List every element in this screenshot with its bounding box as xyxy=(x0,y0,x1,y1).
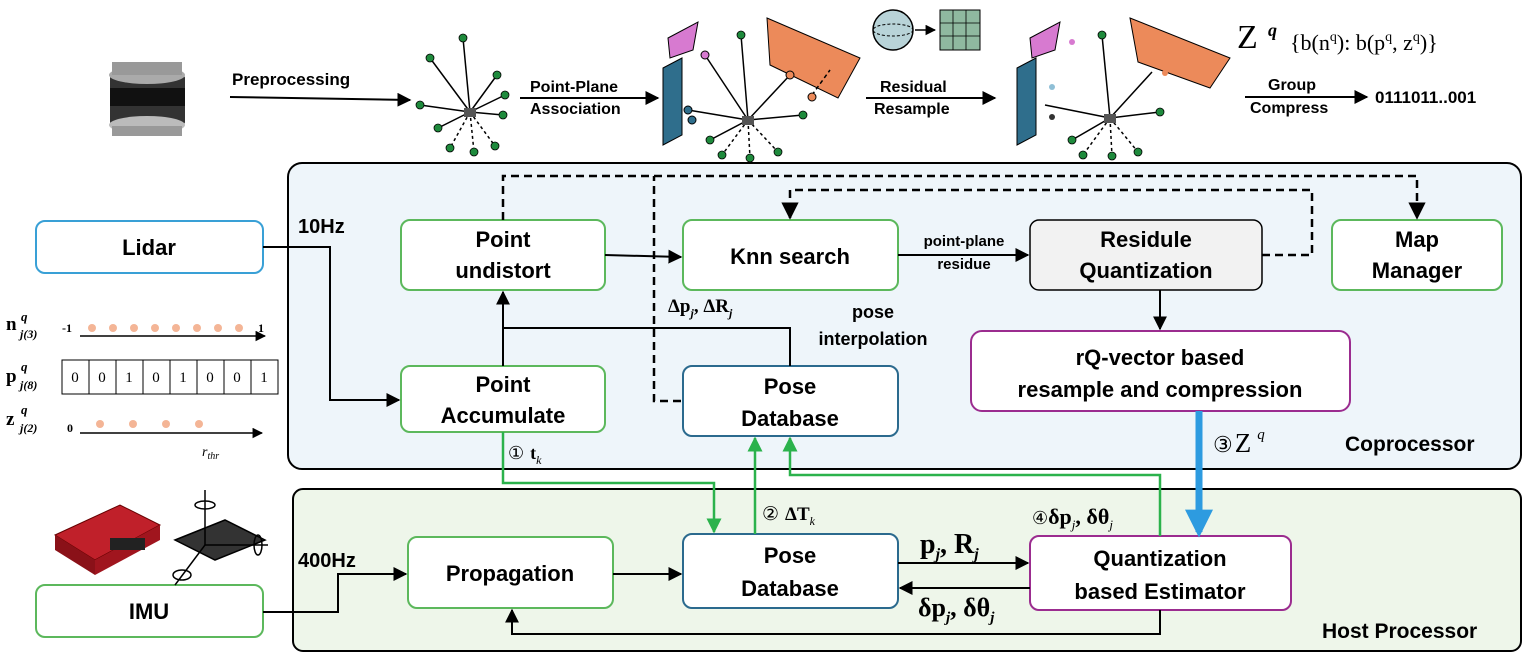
svg-text:j(3): j(3) xyxy=(18,327,37,341)
rq-vector-label-1: rQ-vector based xyxy=(1076,345,1245,370)
pj-Rj-label: pj, Rj xyxy=(920,529,979,563)
svg-text:q: q xyxy=(21,402,28,417)
pp-residue-label-2: residue xyxy=(937,256,990,273)
svg-text:rthr: rthr xyxy=(202,445,219,462)
svg-text:q: q xyxy=(21,309,28,324)
zq-sup: q xyxy=(1268,20,1277,40)
residule-quant-label-2: Quantization xyxy=(1079,258,1212,283)
svg-text:p: p xyxy=(6,366,17,387)
pp-residue-label-1: point-plane xyxy=(924,233,1005,250)
lidar-rate: 10Hz xyxy=(298,216,345,238)
svg-text:-1: -1 xyxy=(62,321,72,335)
group-label-1: Group xyxy=(1268,77,1316,94)
estimator-label-1: Quantization xyxy=(1093,546,1226,571)
svg-text:0: 0 xyxy=(67,421,73,435)
residual-label-1: Residual xyxy=(880,79,947,96)
svg-text:1: 1 xyxy=(260,370,268,386)
association-label-1: Point-Plane xyxy=(530,79,618,96)
coprocessor-title: Coprocessor xyxy=(1345,433,1475,456)
propagation-label: Propagation xyxy=(446,561,574,586)
point-accumulate-label-2: Accumulate xyxy=(441,403,566,428)
rq-vector-box[interactable] xyxy=(970,330,1351,412)
group-label-2: Compress xyxy=(1250,100,1328,117)
map-manager-box[interactable] xyxy=(1331,219,1503,291)
estimator-label-2: based Estimator xyxy=(1074,579,1246,604)
point-undistort-label-2: undistort xyxy=(455,258,551,283)
residule-quant-label-1: Residule xyxy=(1100,227,1192,252)
svg-text:0: 0 xyxy=(152,370,160,386)
host-title: Host Processor xyxy=(1322,620,1477,643)
point-undistort-label-1: Point xyxy=(476,227,532,252)
lidar-device-icon xyxy=(109,62,185,136)
svg-text:j(8): j(8) xyxy=(18,378,37,392)
imu-axes-icon xyxy=(172,490,268,586)
point-plane-association-icon xyxy=(662,17,861,163)
bitstream-label: 0111011..001 xyxy=(1375,88,1476,107)
svg-text:1: 1 xyxy=(258,321,264,335)
svg-text:j(2): j(2) xyxy=(18,421,37,435)
pose-interp-label-2: interpolation xyxy=(819,329,928,349)
dp-dth-label: δpj, δθj xyxy=(918,593,995,626)
sphere-grid-icon xyxy=(872,9,981,51)
zq-symbol: Z xyxy=(1237,19,1258,56)
pose-db-copro-label-2: Database xyxy=(741,406,839,431)
svg-text:z: z xyxy=(6,409,15,430)
residual-resample-icon xyxy=(1016,17,1231,161)
rq-vector-label-2: resample and compression xyxy=(1018,377,1303,402)
quantization-legend: n q j(3) -1 1 p q j(8) 0 0 1 0 1 0 0 1 xyxy=(6,309,279,462)
svg-text:1: 1 xyxy=(179,370,187,386)
svg-text:n: n xyxy=(6,314,17,335)
knn-search-label: Knn search xyxy=(730,244,850,269)
step4-label: ④δpj, δθj xyxy=(1032,504,1113,532)
svg-text:0: 0 xyxy=(206,370,214,386)
point-cloud-raw-icon xyxy=(415,33,510,157)
pose-db-copro-label-1: Pose xyxy=(764,374,817,399)
preprocessing-label: Preprocessing xyxy=(232,70,350,89)
residual-label-2: Resample xyxy=(874,101,950,118)
zq-expression: {b(nq): b(pq, zq)} xyxy=(1290,30,1438,55)
svg-text:0: 0 xyxy=(71,370,79,386)
map-manager-label-1: Map xyxy=(1395,227,1439,252)
svg-text:0: 0 xyxy=(233,370,241,386)
propagation-box[interactable] xyxy=(407,536,614,609)
pose-interp-label-1: pose xyxy=(852,302,894,322)
pose-db-host-label-2: Database xyxy=(741,576,839,601)
pose-database-host-box[interactable] xyxy=(682,533,899,609)
point-accumulate-label-1: Point xyxy=(476,372,532,397)
svg-text:1: 1 xyxy=(125,370,133,386)
imu-rate: 400Hz xyxy=(298,550,356,572)
delta-p-R-label: Δpj, ΔRj xyxy=(668,296,733,320)
svg-text:q: q xyxy=(21,359,28,374)
pose-db-host-label-1: Pose xyxy=(764,543,817,568)
svg-text:0: 0 xyxy=(98,370,106,386)
association-label-2: Association xyxy=(530,101,621,118)
lidar-label: Lidar xyxy=(122,235,176,260)
imu-device-icon xyxy=(53,504,162,575)
map-manager-label-2: Manager xyxy=(1372,258,1463,283)
imu-label: IMU xyxy=(129,599,169,624)
